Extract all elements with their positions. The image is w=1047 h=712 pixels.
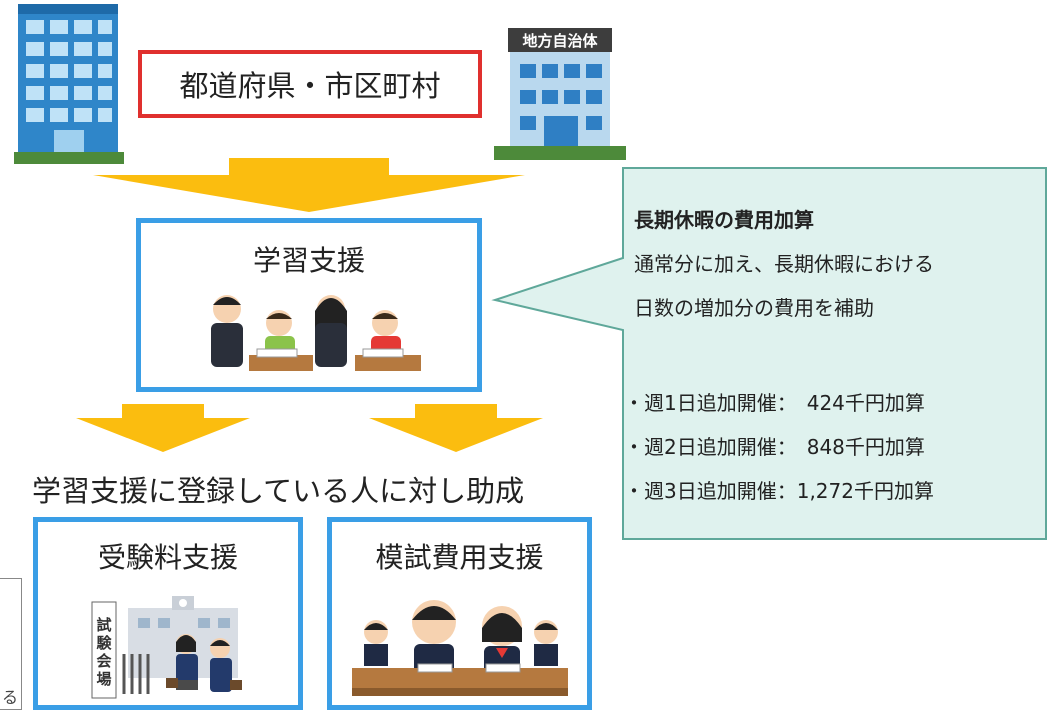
side-fragment-text: る [2, 688, 19, 707]
municipality-sign: 地方自治体 [522, 32, 598, 50]
svg-text:験: 験 [96, 634, 112, 652]
mock-exam-support-box: 模試費用支援 [327, 517, 592, 710]
svg-text:試: 試 [96, 616, 111, 634]
callout-list-item: ・週3日追加開催：1,272千円加算 [624, 479, 934, 503]
callout-body-line-2: 日数の増加分の費用を補助 [634, 296, 874, 320]
down-arrow-main [93, 158, 525, 212]
mock-exam-illustration-icon [352, 600, 568, 696]
side-panel-fragment [0, 578, 22, 710]
learning-support-box: 学習支援 [136, 218, 482, 392]
subsidy-caption: 学習支援に登録している人に対し助成 [32, 474, 525, 508]
callout-heading: 長期休暇の費用加算 [634, 208, 814, 232]
exam-fee-support-box: 受験料支援 試 験 会 場 [33, 517, 303, 710]
municipality-building-icon: 地方自治体 [494, 28, 626, 160]
down-arrow-left [76, 404, 250, 452]
callout-list-item: ・週2日追加開催： 848千円加算 [624, 435, 925, 459]
callout-list-item: ・週1日追加開催： 424千円加算 [624, 391, 925, 415]
svg-text:場: 場 [96, 670, 111, 688]
mock-exam-support-title: 模試費用支援 [375, 541, 544, 574]
down-arrow-right [369, 404, 543, 452]
prefecture-municipality-label: 都道府県・市区町村 [179, 69, 441, 103]
callout-balloon [491, 167, 1047, 540]
exam-fee-support-title: 受験料支援 [97, 541, 238, 574]
tutoring-illustration-icon [211, 295, 421, 371]
learning-support-title: 学習支援 [252, 244, 365, 277]
office-building-icon [14, 4, 124, 164]
callout-body-line-1: 通常分に加え、長期休暇における [634, 252, 934, 276]
exam-venue-illustration-icon: 試 験 会 場 [91, 596, 242, 699]
prefecture-municipality-box: 都道府県・市区町村 [138, 50, 482, 118]
svg-text:会: 会 [96, 652, 111, 670]
